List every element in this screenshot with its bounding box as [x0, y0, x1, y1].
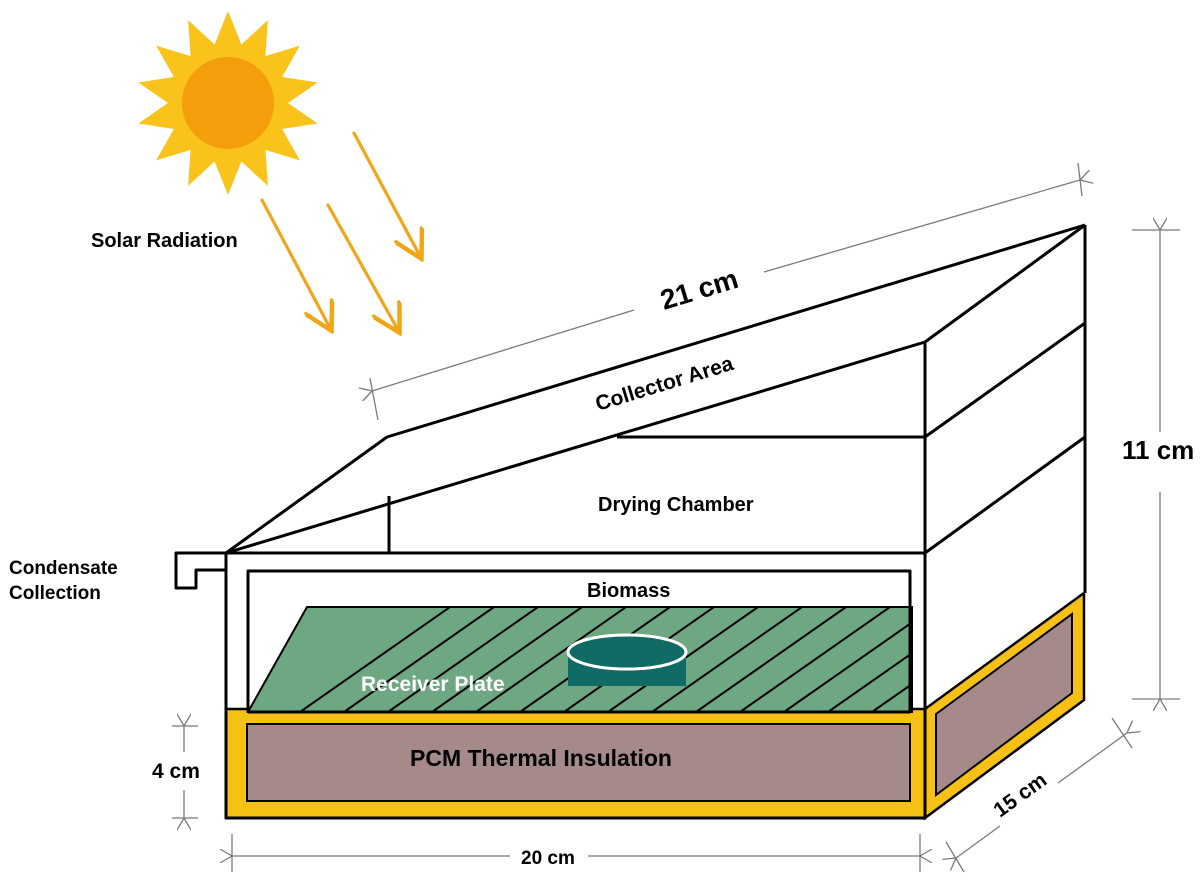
plate-stripe: [739, 607, 891, 712]
plate-stripe: [431, 607, 583, 712]
dimension-21cm: 21 cm: [657, 263, 742, 316]
sample-dish: [566, 633, 688, 686]
dimension-20cm: 20 cm: [521, 848, 575, 869]
plate-stripe: [387, 607, 539, 712]
plate-stripe: [651, 607, 803, 712]
condensate-label-line1: Condensate: [9, 558, 118, 579]
biomass-label: Biomass: [587, 580, 670, 602]
dimension-11cm: 11 cm: [1122, 435, 1194, 465]
dimension-4cm: 4 cm: [152, 760, 200, 783]
sun-icon: [138, 11, 318, 195]
ray-arrow-icon: [260, 131, 420, 330]
receiver-plate-label: Receiver Plate: [361, 673, 505, 696]
solar-radiation-label: Solar Radiation: [91, 230, 238, 252]
pcm-base: [224, 590, 1086, 821]
plate-stripe: [475, 607, 627, 712]
plate-stripe: [695, 607, 847, 712]
dimension-15cm: 15 cm: [989, 768, 1051, 822]
drying-chamber-label: Drying Chamber: [598, 494, 754, 516]
pcm-insulation-label: PCM Thermal Insulation: [410, 745, 672, 771]
plate-stripe: [299, 607, 451, 712]
plate-stripe: [343, 607, 495, 712]
plate-stripe: [827, 607, 912, 712]
dryer-frame: [174, 223, 1087, 820]
plate-stripe: [871, 607, 912, 712]
dimension-lines: [172, 162, 1180, 873]
condensate-label-line2: Collection: [9, 583, 101, 604]
